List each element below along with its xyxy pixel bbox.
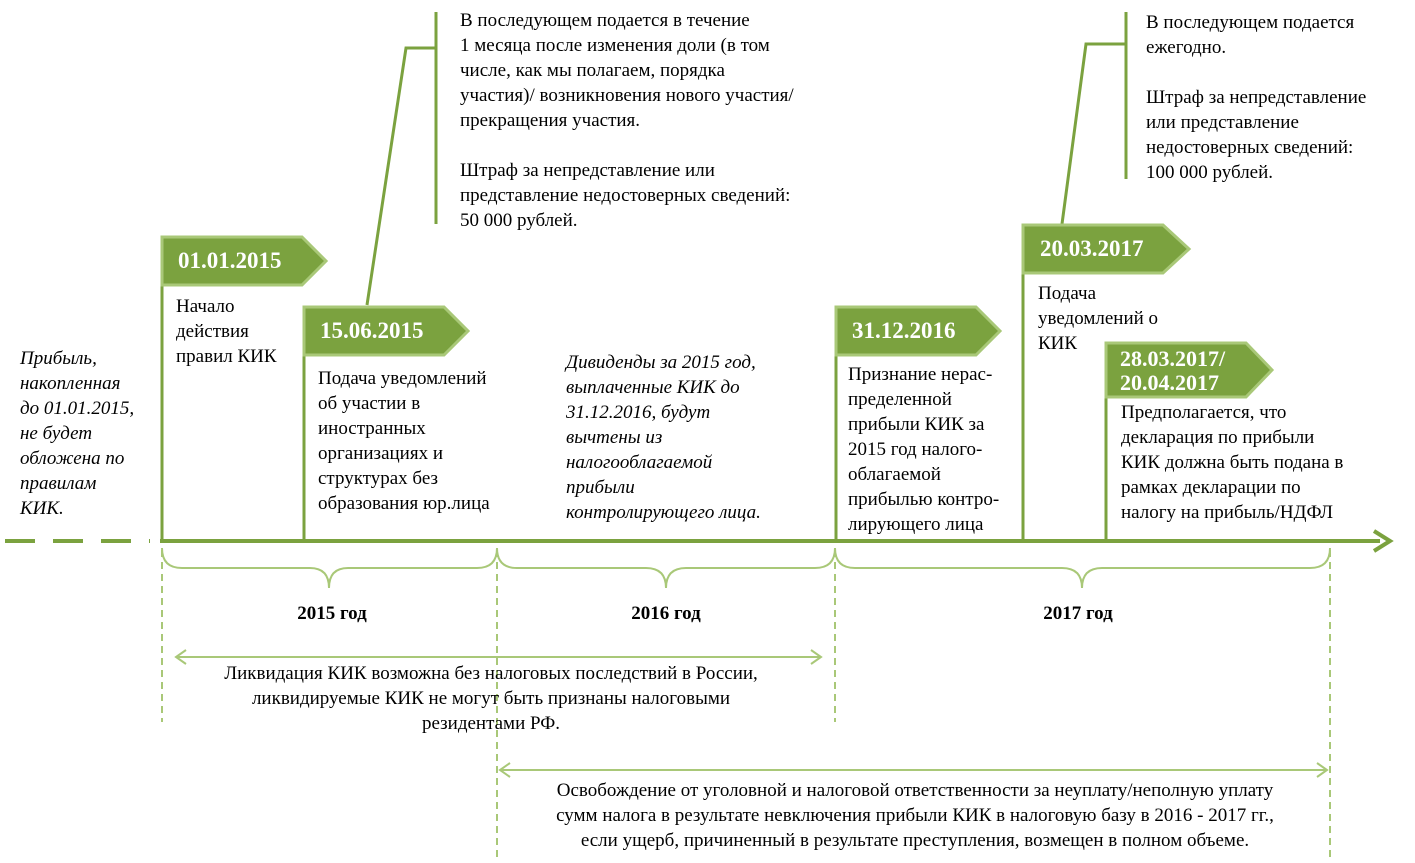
- date-label-2: 15.06.2015: [320, 318, 424, 343]
- date-label-1: 01.01.2015: [178, 248, 282, 273]
- milestone-text-4: Подача уведомлений о КИК: [1038, 283, 1159, 354]
- liquidation-note: Ликвидация КИК возможна без налоговых по…: [224, 663, 758, 734]
- year-brace-2015: [161, 547, 498, 589]
- year-label-2017: 2017 год: [1043, 603, 1113, 624]
- date-flag-4: [1021, 223, 1192, 275]
- callout-2017: В последующем подается ежегодно. Штраф з…: [1146, 12, 1367, 183]
- exemption-note: Освобождение от уголовной и налоговой от…: [556, 780, 1274, 851]
- date-flag-5: [1104, 341, 1275, 399]
- date-label-5: 28.03.2017/ 20.04.2017: [1120, 346, 1226, 395]
- date-label-3: 31.12.2016: [852, 318, 956, 343]
- liquidation-range-arrow: [174, 649, 823, 665]
- milestone-text-1: Начало действия правил КИК: [176, 296, 277, 367]
- date-flag-1: [160, 235, 329, 287]
- year-label-2015: 2015 год: [297, 603, 367, 624]
- callout-2015: В последующем подается в течение 1 месяц…: [460, 10, 794, 231]
- callout-connector-2015: [365, 46, 436, 306]
- dividends-note: Дивиденды за 2015 год, выплаченные КИК д…: [566, 352, 761, 523]
- year-label-2016: 2016 год: [631, 603, 701, 624]
- milestone-text-2: Подача уведомлений об участии в иностран…: [318, 368, 490, 514]
- milestone-text-5: Предполагается, что декларация по прибыл…: [1121, 402, 1344, 523]
- date-flag-2: [302, 305, 471, 357]
- date-label-4: 20.03.2017: [1040, 236, 1144, 261]
- exemption-range-arrow: [498, 762, 1329, 778]
- year-brace-2017: [834, 547, 1331, 589]
- date-flag-3: [834, 305, 1003, 357]
- timeline-arrowhead: [1372, 529, 1394, 553]
- year-brace-2016: [496, 547, 836, 589]
- callout-connector-2017: [1060, 42, 1126, 225]
- pre-rules-note: Прибыль, накопленная до 01.01.2015, не б…: [20, 348, 135, 519]
- milestone-text-3: Признание нерас- пределенной прибыли КИК…: [848, 364, 1000, 535]
